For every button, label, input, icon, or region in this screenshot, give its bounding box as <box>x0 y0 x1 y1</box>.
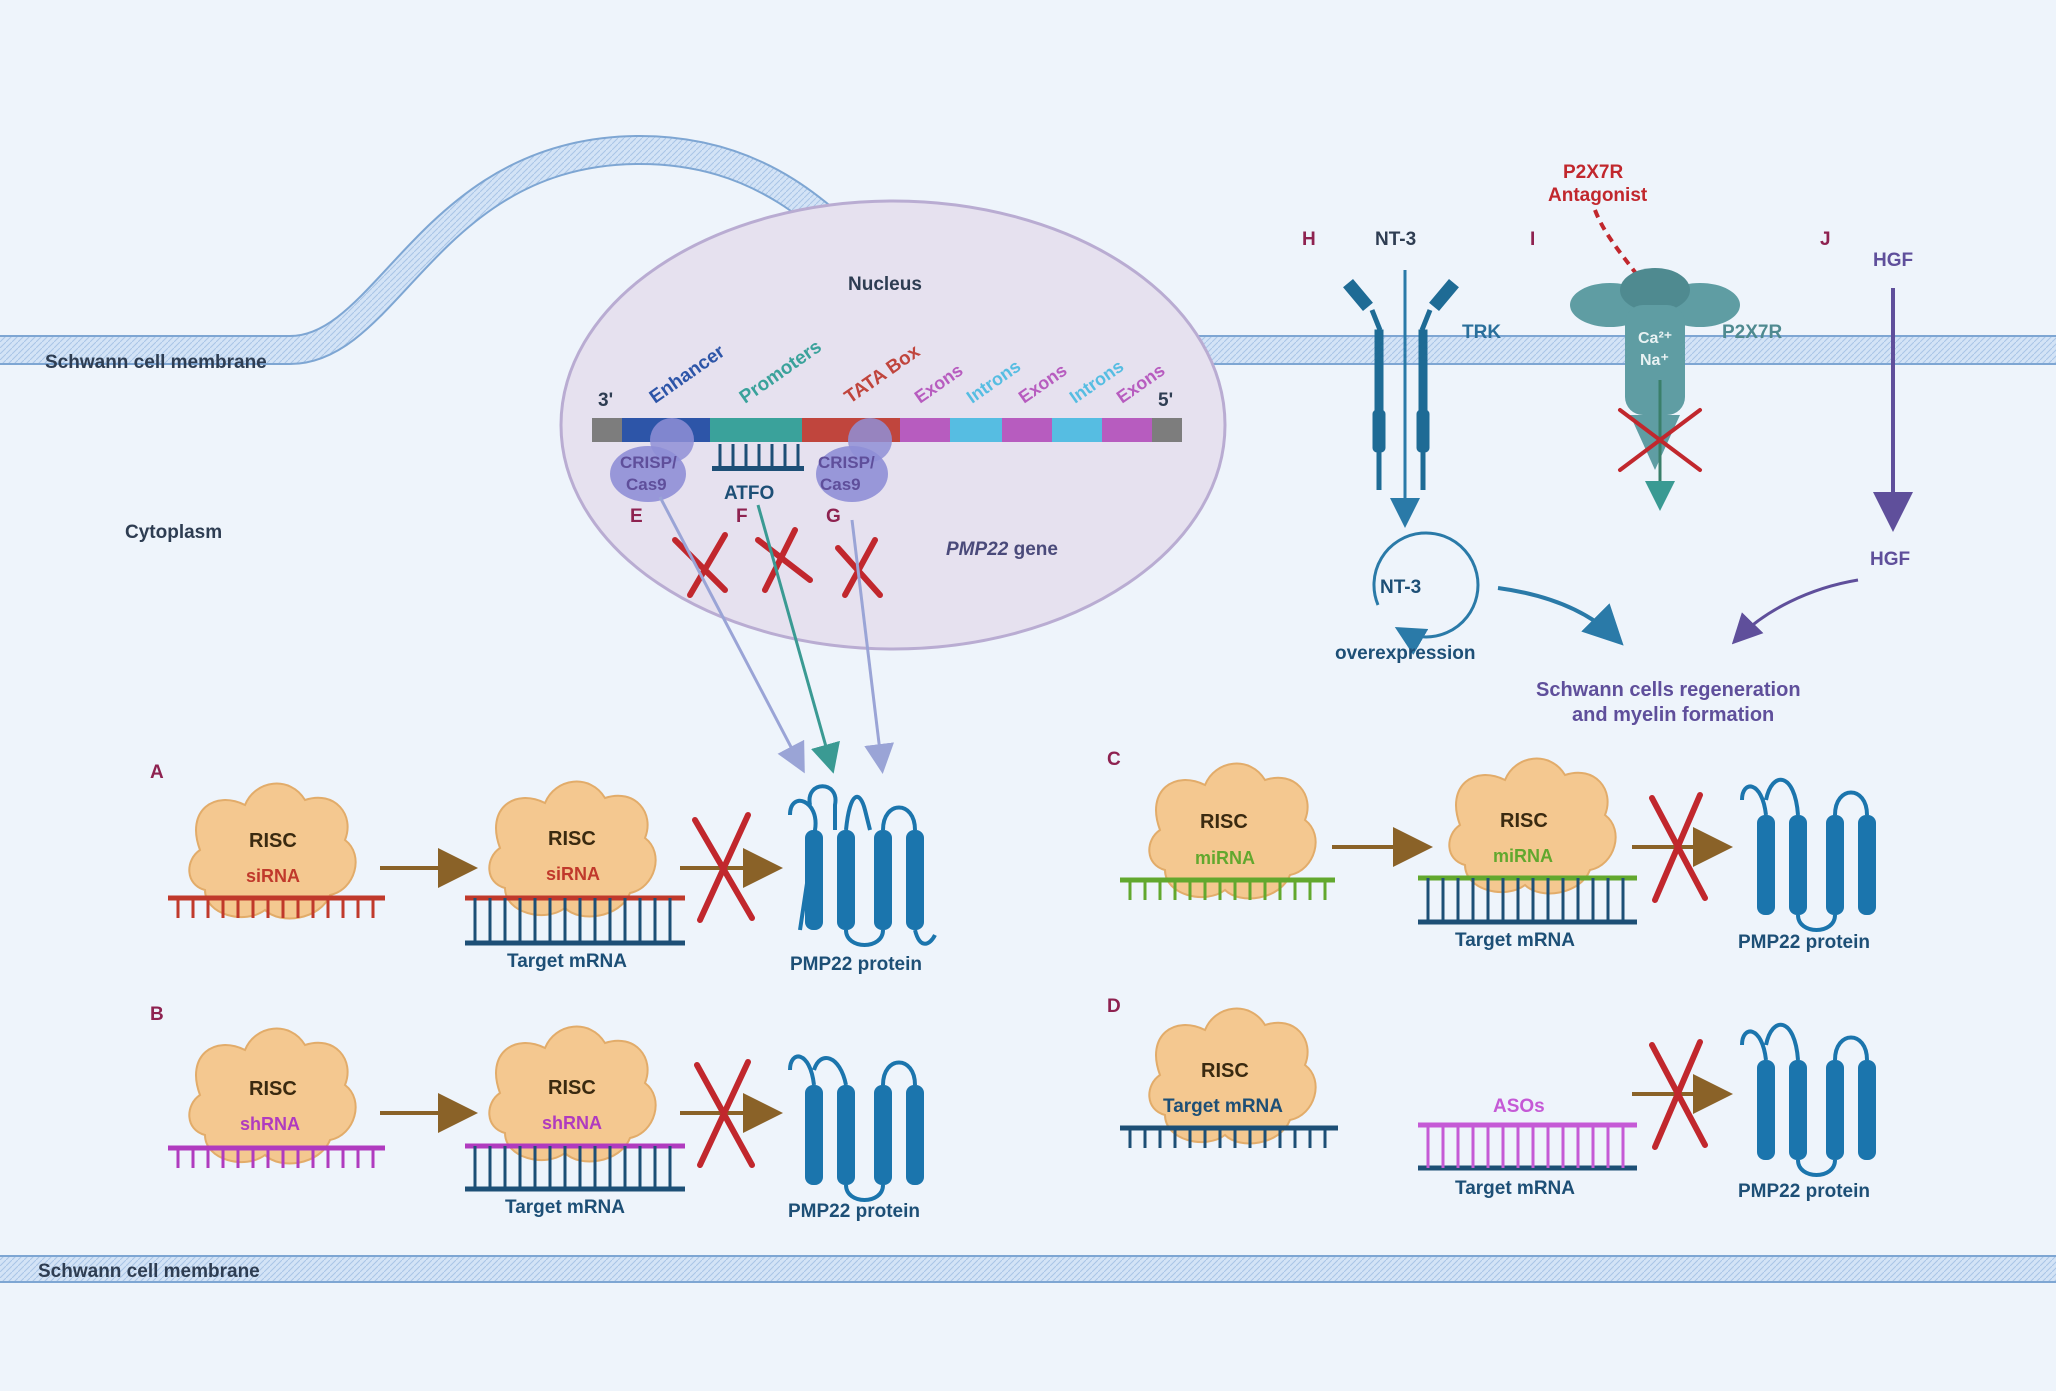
cas9-label-2: Cas9 <box>820 475 861 494</box>
atfo <box>712 444 804 471</box>
cas9-label-1: Cas9 <box>626 475 667 494</box>
antagonist-label-2: Antagonist <box>1548 185 1648 206</box>
target-mrna-label-c: Target mRNA <box>1455 930 1575 951</box>
target-mrna-label-d1: Target mRNA <box>1163 1096 1283 1117</box>
risc-label-c2: RISC <box>1500 810 1548 832</box>
panel-label-b: B <box>150 1004 164 1025</box>
risc-complex-b2 <box>488 1025 657 1163</box>
p2x7r-label: P2X7R <box>1722 322 1782 343</box>
pmp22-protein-label-d: PMP22 protein <box>1738 1181 1870 1202</box>
panel-label-e: E <box>630 506 643 527</box>
pmp22-protein-d <box>1740 1022 1876 1177</box>
target-strand-d <box>1120 1125 1338 1148</box>
duplex-c2 <box>1418 875 1637 925</box>
cross-b <box>694 1059 755 1168</box>
pmp22-protein-label-a: PMP22 protein <box>790 954 922 975</box>
sirna-label-a2: siRNA <box>546 864 600 884</box>
risc-label-d: RISC <box>1201 1060 1249 1082</box>
sirna-strand-a1 <box>168 895 385 918</box>
nt3-circle-label: NT-3 <box>1380 577 1421 598</box>
arrow-hgf-to-regeneration <box>1731 578 1859 645</box>
prime-3-label: 3' <box>598 390 613 411</box>
sirna-label-a1: siRNA <box>246 866 300 886</box>
arrow-f-to-protein <box>756 504 840 774</box>
nt3-top-label: NT-3 <box>1375 229 1416 250</box>
overexpression-label: overexpression <box>1335 643 1475 664</box>
arrow-e-to-protein <box>658 496 805 774</box>
panel-label-f: F <box>736 506 748 527</box>
membrane-top-label: Schwann cell membrane <box>45 352 267 373</box>
cytoplasm-label: Cytoplasm <box>125 522 222 543</box>
crispr-label-1: CRISP/ <box>620 453 677 472</box>
target-mrna-label-a: Target mRNA <box>507 951 627 972</box>
duplex-a2 <box>465 895 685 946</box>
panel-label-j: J <box>1820 229 1831 250</box>
prime-5-label: 5' <box>1158 390 1173 411</box>
arrow-nt3-to-regeneration <box>1497 586 1624 646</box>
membrane-bottom-label: Schwann cell membrane <box>38 1261 260 1282</box>
cross-c <box>1649 792 1708 903</box>
risc-complex-a1 <box>188 782 357 920</box>
hgf-bottom-label: HGF <box>1870 549 1910 570</box>
pmp22-gene-label: PMP22 gene <box>946 539 1058 560</box>
panel-label-h: H <box>1302 229 1316 250</box>
aso-duplex-d <box>1418 1122 1637 1171</box>
pmp22-protein-c <box>1740 777 1876 932</box>
sodium-label: Na⁺ <box>1640 352 1669 369</box>
duplex-b2 <box>465 1143 685 1192</box>
regeneration-label-1: Schwann cells regeneration <box>1536 679 1801 701</box>
trk-receptor <box>1343 278 1459 490</box>
cross-f <box>755 527 813 593</box>
calcium-label: Ca²⁺ <box>1638 330 1672 347</box>
target-mrna-label-b: Target mRNA <box>505 1197 625 1218</box>
pmp22-protein-label-c: PMP22 protein <box>1738 932 1870 953</box>
risc-label-b2: RISC <box>548 1077 596 1099</box>
hgf-top-label: HGF <box>1873 250 1913 271</box>
membrane-bottom <box>0 1255 2056 1283</box>
panel-label-g: G <box>826 506 841 527</box>
risc-label-c1: RISC <box>1200 811 1248 833</box>
risc-complex-a2 <box>488 780 657 918</box>
crispr-cas9-enhancer <box>610 418 694 502</box>
regeneration-label-2: and myelin formation <box>1572 704 1774 726</box>
risc-label-a2: RISC <box>548 828 596 850</box>
cross-e <box>672 532 728 598</box>
arrow-g-to-protein <box>850 519 895 774</box>
antagonist-label-1: P2X7R <box>1563 162 1623 183</box>
shrna-strand-b1 <box>168 1145 385 1168</box>
crispr-cas9-tata <box>816 418 892 502</box>
mirna-label-c2: miRNA <box>1493 846 1553 866</box>
target-mrna-label-d2: Target mRNA <box>1455 1178 1575 1199</box>
shrna-label-b1: shRNA <box>240 1114 300 1134</box>
risc-label-a1: RISC <box>249 830 297 852</box>
risc-label-b1: RISC <box>249 1078 297 1100</box>
nt3-overexpression-cycle <box>1372 531 1480 655</box>
risc-complex-b1 <box>188 1027 357 1165</box>
atfo-label: ATFO <box>724 483 774 504</box>
pmp22-protein-b <box>788 1054 924 1202</box>
risc-complex-d <box>1148 1007 1317 1145</box>
panel-label-i: I <box>1530 229 1535 250</box>
panel-label-c: C <box>1107 749 1121 770</box>
mirna-label-c1: miRNA <box>1195 848 1255 868</box>
cross-a <box>692 812 755 923</box>
pmp22-protein-a <box>788 784 937 947</box>
shrna-label-b2: shRNA <box>542 1113 602 1133</box>
panel-label-a: A <box>150 762 164 783</box>
nucleus-label: Nucleus <box>848 274 922 295</box>
trk-label: TRK <box>1462 322 1501 343</box>
mirna-strand-c1 <box>1120 877 1335 900</box>
crispr-label-2: CRISP/ <box>818 453 875 472</box>
panel-label-d: D <box>1107 996 1121 1017</box>
pmp22-protein-label-b: PMP22 protein <box>788 1201 920 1222</box>
cross-d <box>1649 1039 1708 1150</box>
p2x7r-channel <box>1570 268 1740 470</box>
risc-complex-c1 <box>1148 762 1317 900</box>
asos-label: ASOs <box>1493 1096 1545 1117</box>
cross-p2x7r <box>1618 408 1702 472</box>
